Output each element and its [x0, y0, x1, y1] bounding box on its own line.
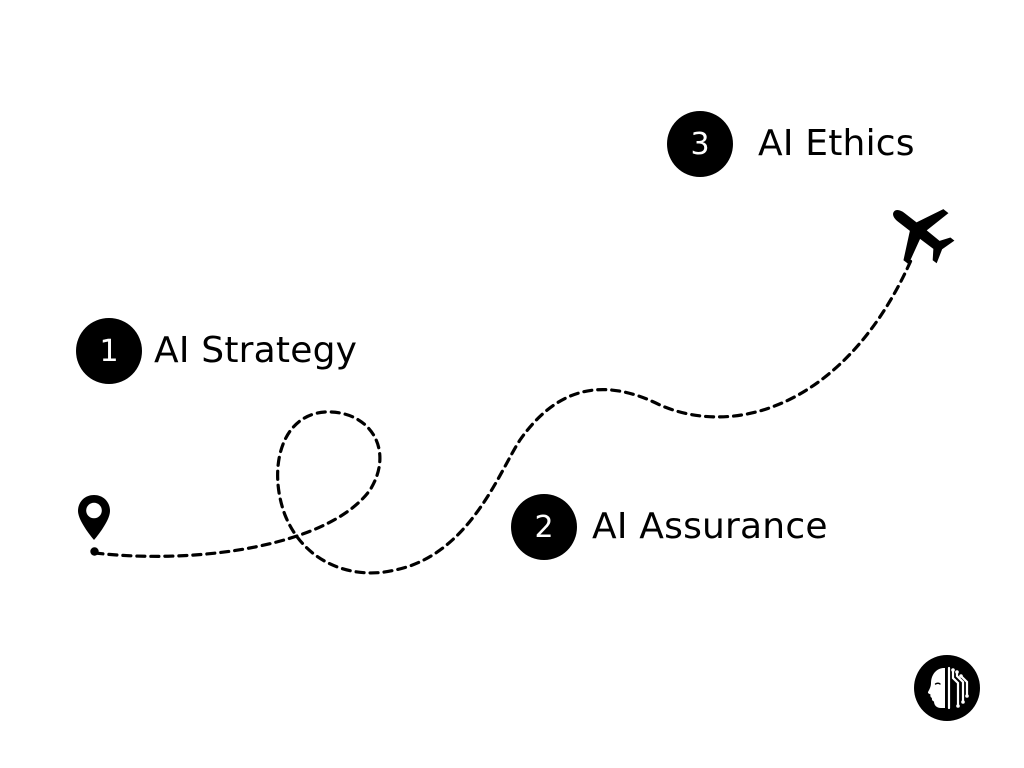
step-1-label: AI Strategy [154, 330, 358, 371]
step-2-number-badge: 2 [511, 494, 577, 560]
logo-icon [914, 655, 980, 721]
airplane-icon [893, 209, 955, 265]
step-3: 3 AI Ethics [667, 111, 915, 177]
dashed-route-path [93, 256, 914, 575]
step-1: 1 AI Strategy [76, 318, 357, 384]
step-1-number-badge: 1 [76, 318, 142, 384]
step-2: 2 AI Assurance [511, 494, 828, 560]
step-3-number-badge: 3 [667, 111, 733, 177]
location-pin-icon [78, 495, 110, 556]
step-3-label: AI Ethics [758, 123, 915, 164]
step-2-label: AI Assurance [592, 506, 828, 547]
